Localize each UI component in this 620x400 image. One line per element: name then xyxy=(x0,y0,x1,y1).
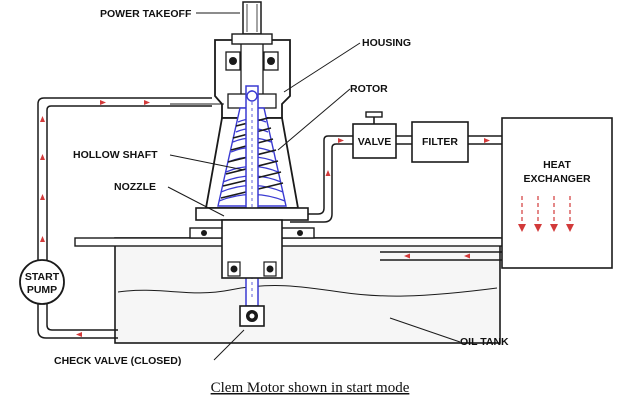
callout-leaders xyxy=(167,12,461,361)
return-pipe-left xyxy=(37,97,212,339)
oil-tank xyxy=(74,237,521,344)
power-takeoff-shaft xyxy=(242,1,262,35)
hollow-shaft-label: HOLLOW SHAFT xyxy=(73,149,158,161)
heat-exchanger-label-line2: EXCHANGER xyxy=(523,173,591,185)
diagram-caption: Clem Motor shown in start mode xyxy=(211,380,410,396)
oil-tank-label: OIL TANK xyxy=(460,336,509,348)
exchanger-flow-arrows xyxy=(518,196,574,232)
motor-assembly xyxy=(189,1,315,327)
check-valve-label: CHECK VALVE (CLOSED) xyxy=(54,355,181,367)
heat-exchanger-label-line1: HEAT xyxy=(543,159,571,171)
labels: POWER TAKEOFF HOUSING ROTOR HOLLOW SHAFT… xyxy=(54,8,509,396)
rotor-label: ROTOR xyxy=(350,83,388,95)
power-takeoff-label: POWER TAKEOFF xyxy=(100,8,192,20)
valve: VALVE xyxy=(352,111,397,159)
filter-label: FILTER xyxy=(422,136,458,148)
pipe-flow-arrows xyxy=(40,100,490,337)
nozzle-label: NOZZLE xyxy=(114,181,156,193)
start-pump: START PUMP xyxy=(19,259,65,305)
start-pump-label-line1: START xyxy=(25,271,60,283)
valve-label: VALVE xyxy=(358,136,391,148)
check-valve xyxy=(239,305,265,327)
filter: FILTER xyxy=(411,121,469,163)
housing-label: HOUSING xyxy=(362,37,411,49)
start-pump-label-line2: PUMP xyxy=(27,284,57,296)
return-pipe-right xyxy=(290,135,502,261)
heat-exchanger: HEAT EXCHANGER xyxy=(501,117,613,269)
